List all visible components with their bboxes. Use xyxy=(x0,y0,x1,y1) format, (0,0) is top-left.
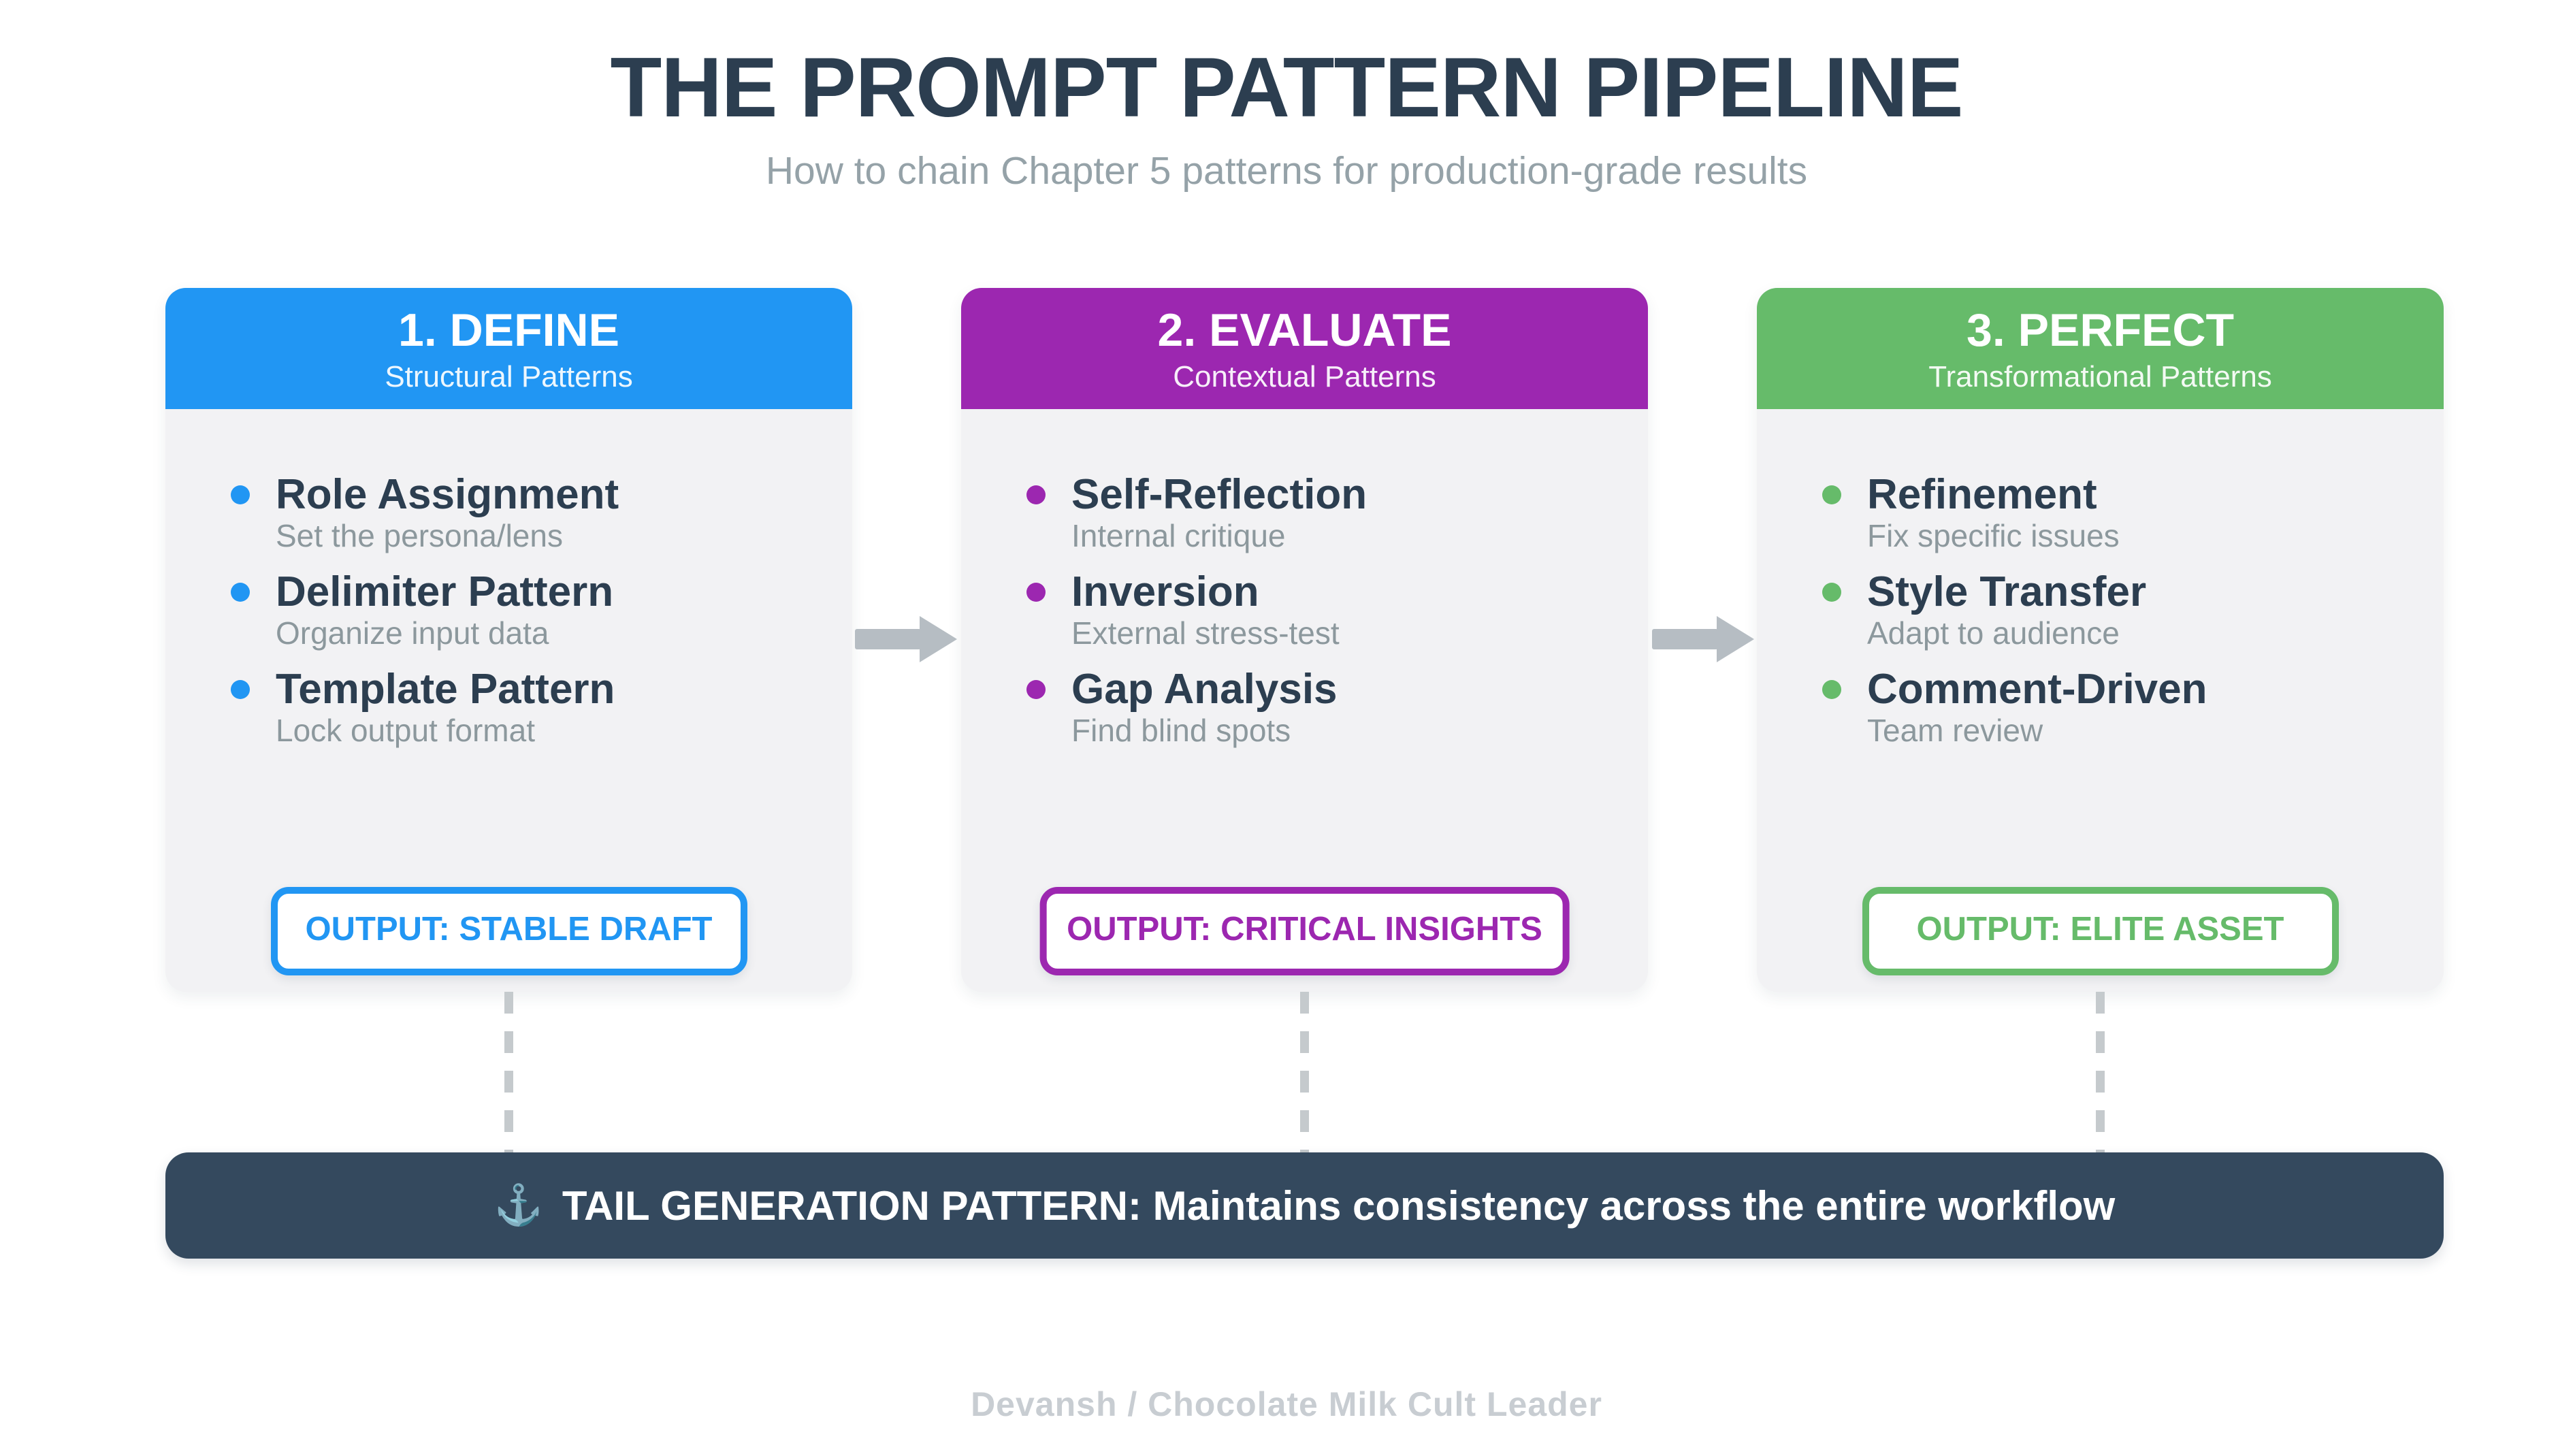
item-title: Inversion xyxy=(1071,568,1259,616)
item-title: Style Transfer xyxy=(1867,568,2147,616)
item-desc: Lock output format xyxy=(276,713,535,749)
card-evaluate: 2. EVALUATE Contextual Patterns Self-Ref… xyxy=(961,288,1648,992)
card-define-title: 1. DEFINE xyxy=(398,304,619,356)
card-evaluate-items: Self-Reflection Internal critique Invers… xyxy=(961,409,1648,749)
bullet-dot-icon xyxy=(1026,583,1046,602)
dashed-connector xyxy=(504,992,513,1152)
item-title: Template Pattern xyxy=(276,666,615,713)
arrow-head xyxy=(1717,616,1754,662)
card-define-header: 1. DEFINE Structural Patterns xyxy=(165,288,852,409)
card-perfect: 3. PERFECT Transformational Patterns Ref… xyxy=(1757,288,2444,992)
output-badge-define: OUTPUT: STABLE DRAFT xyxy=(270,887,747,975)
dashed-connector xyxy=(1300,992,1309,1152)
item-desc: Organize input data xyxy=(276,615,549,651)
item-title: Refinement xyxy=(1867,471,2097,518)
card-perfect-title: 3. PERFECT xyxy=(1967,304,2234,356)
output-badge-evaluate: OUTPUT: CRITICAL INSIGHTS xyxy=(1039,887,1570,975)
item-desc: Adapt to audience xyxy=(1867,615,2120,651)
list-item: Comment-Driven Team review xyxy=(1822,666,2396,749)
card-perfect-header: 3. PERFECT Transformational Patterns xyxy=(1757,288,2444,409)
item-title: Comment-Driven xyxy=(1867,666,2207,713)
list-item: Self-Reflection Internal critique xyxy=(1026,471,1600,554)
pipeline-cards: 1. DEFINE Structural Patterns Role Assig… xyxy=(165,288,2444,992)
card-evaluate-subtitle: Contextual Patterns xyxy=(1173,360,1436,394)
anchor-icon: ⚓ xyxy=(493,1183,543,1227)
item-desc: Set the persona/lens xyxy=(276,518,563,554)
card-perfect-subtitle: Transformational Patterns xyxy=(1928,360,2272,394)
arrow-right-icon xyxy=(1652,616,1754,662)
arrow-shaft xyxy=(1652,629,1718,649)
bullet-dot-icon xyxy=(1822,485,1841,504)
list-item: Style Transfer Adapt to audience xyxy=(1822,568,2396,651)
card-define-subtitle: Structural Patterns xyxy=(385,360,633,394)
item-title: Self-Reflection xyxy=(1071,471,1368,518)
card-evaluate-title: 2. EVALUATE xyxy=(1157,304,1452,356)
tail-generation-bar: ⚓ TAIL GENERATION PATTERN: Maintains con… xyxy=(165,1152,2444,1259)
output-badge-perfect: OUTPUT: ELITE ASSET xyxy=(1862,887,2339,975)
bullet-dot-icon xyxy=(1026,485,1046,504)
bullet-dot-icon xyxy=(231,680,250,700)
list-item: Inversion External stress-test xyxy=(1026,568,1600,651)
bullet-dot-icon xyxy=(231,485,250,504)
dashed-connector xyxy=(2096,992,2105,1152)
item-desc: External stress-test xyxy=(1071,615,1340,651)
card-perfect-items: Refinement Fix specific issues Style Tra… xyxy=(1757,409,2444,749)
page-subtitle: How to chain Chapter 5 patterns for prod… xyxy=(765,149,1808,193)
item-desc: Internal critique xyxy=(1071,518,1286,554)
item-title: Delimiter Pattern xyxy=(276,568,614,616)
list-item: Delimiter Pattern Organize input data xyxy=(231,568,805,651)
tail-bar-text: TAIL GENERATION PATTERN: Maintains consi… xyxy=(562,1182,2116,1229)
bullet-dot-icon xyxy=(1026,680,1046,700)
item-desc: Fix specific issues xyxy=(1867,518,2120,554)
bullet-dot-icon xyxy=(1822,680,1841,700)
item-desc: Find blind spots xyxy=(1071,713,1291,749)
bullet-dot-icon xyxy=(231,583,250,602)
arrow-right-icon xyxy=(855,616,957,662)
card-evaluate-header: 2. EVALUATE Contextual Patterns xyxy=(961,288,1648,409)
list-item: Role Assignment Set the persona/lens xyxy=(231,471,805,554)
card-define-items: Role Assignment Set the persona/lens Del… xyxy=(165,409,852,749)
list-item: Template Pattern Lock output format xyxy=(231,666,805,749)
list-item: Refinement Fix specific issues xyxy=(1822,471,2396,554)
item-title: Gap Analysis xyxy=(1071,666,1338,713)
list-item: Gap Analysis Find blind spots xyxy=(1026,666,1600,749)
item-title: Role Assignment xyxy=(276,471,619,518)
arrow-head xyxy=(920,616,957,662)
card-define: 1. DEFINE Structural Patterns Role Assig… xyxy=(165,288,852,992)
arrow-shaft xyxy=(855,629,921,649)
page-title: THE PROMPT PATTERN PIPELINE xyxy=(610,41,1964,135)
bullet-dot-icon xyxy=(1822,583,1841,602)
item-desc: Team review xyxy=(1867,713,2043,749)
credit-text: Devansh / Chocolate Milk Cult Leader xyxy=(971,1385,1602,1423)
